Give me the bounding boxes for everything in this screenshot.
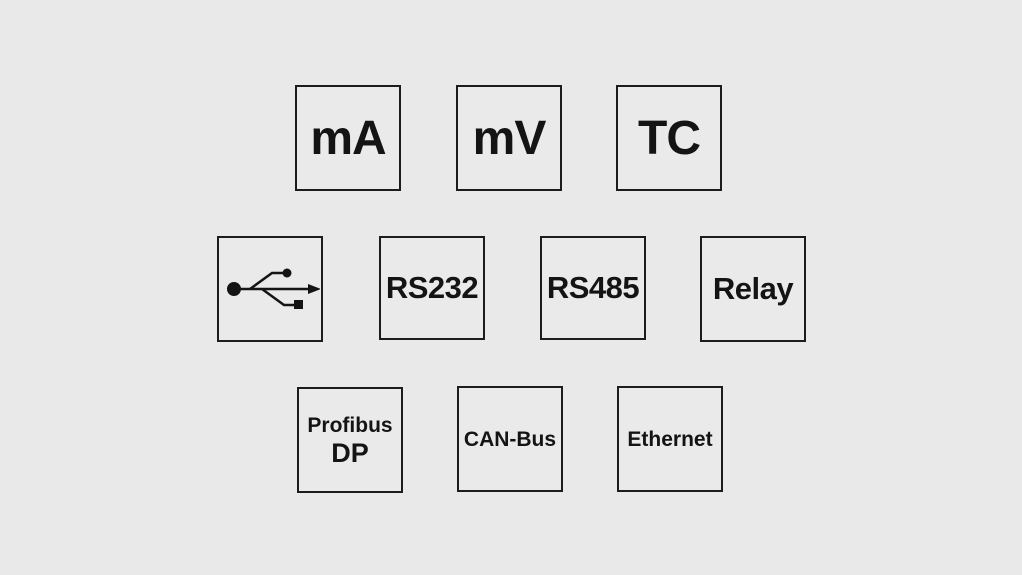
tile-profibus: Profibus DP <box>297 387 403 493</box>
tile-profibus-text: Profibus DP <box>307 413 392 468</box>
tile-rs232: RS232 <box>379 236 485 340</box>
tile-rs232-label: RS232 <box>385 270 479 305</box>
tile-ethernet: Ethernet <box>617 386 723 492</box>
tile-relay: Relay <box>700 236 806 342</box>
usb-icon <box>227 268 320 309</box>
tile-profibus-label-line2: DP <box>331 437 369 468</box>
tile-canbus: CAN-Bus <box>457 386 563 492</box>
tile-mv-label: mV <box>472 111 547 165</box>
tile-rs485: RS485 <box>540 236 646 340</box>
tile-relay-label: Relay <box>712 271 794 306</box>
tile-mv: mV <box>456 85 562 191</box>
tile-canbus-label: CAN-Bus <box>463 427 557 451</box>
tile-usb <box>217 236 323 342</box>
tile-ethernet-label: Ethernet <box>627 427 713 451</box>
tile-tc-label: TC <box>638 111 701 165</box>
tile-profibus-label-line1: Profibus <box>307 413 393 437</box>
tile-ma-label: mA <box>310 111 386 165</box>
tile-tc: TC <box>616 85 722 191</box>
tile-rs485-label: RS485 <box>546 270 640 305</box>
tile-ma: mA <box>295 85 401 191</box>
